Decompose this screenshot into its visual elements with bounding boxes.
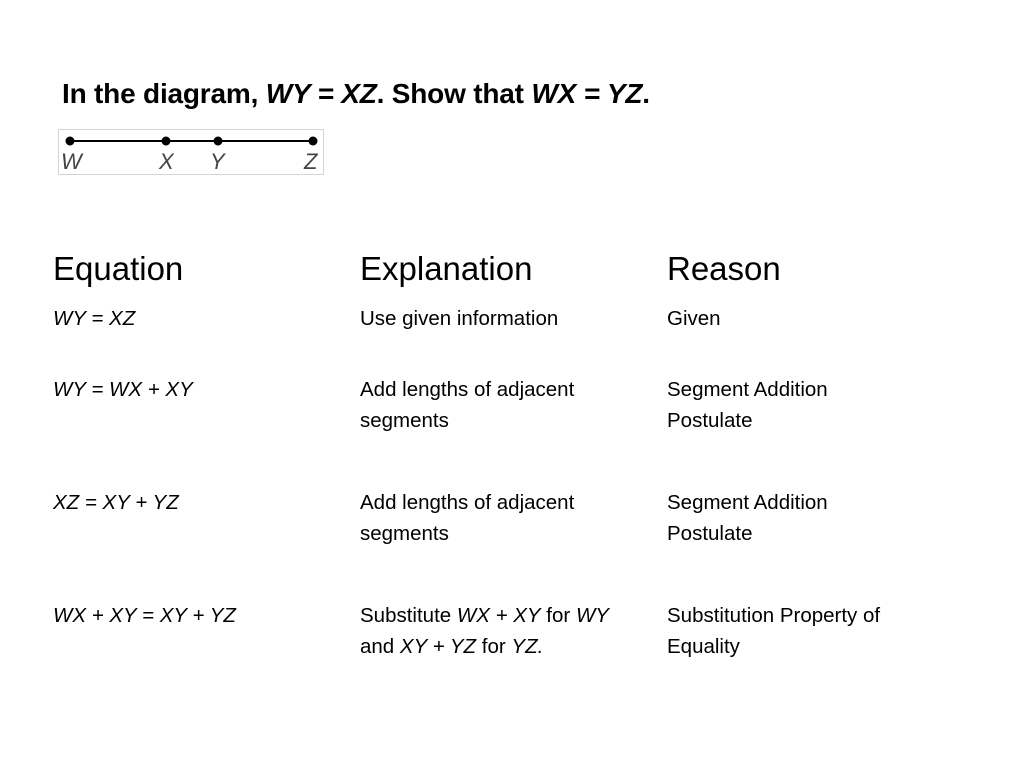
label-y: Y — [210, 149, 226, 174]
row-3-equation: XZ = XY + YZ — [53, 491, 179, 514]
label-x: X — [158, 149, 175, 174]
row-2-explanation: Add lengths of adjacent segments — [360, 378, 575, 432]
row-2-equation: WY = WX + XY — [53, 378, 193, 401]
label-z: Z — [303, 149, 319, 174]
prompt-prefix: In the diagram, — [62, 78, 266, 109]
segment-diagram: W X Y Z — [58, 129, 324, 175]
row-1-reason: Given — [667, 307, 721, 330]
row-4-explanation-part-5: and — [360, 635, 400, 658]
point-x — [161, 136, 171, 146]
row-4-explanation: Substitute WX + XY for WY and XY + YZ fo… — [360, 600, 645, 662]
row-4-explanation-part-3: for — [540, 604, 576, 627]
header-reason: Reason — [667, 250, 781, 287]
row-3-explanation: Add lengths of adjacent segments — [360, 491, 575, 545]
row-4-equation: WX + XY = XY + YZ — [53, 604, 236, 627]
row-4-explanation-part-2: WX + XY — [456, 604, 541, 627]
row-4-explanation-part-8: YZ. — [511, 635, 544, 658]
row-2-reason: Segment Addition Postulate — [667, 378, 828, 432]
prompt-middle: . Show that — [376, 78, 532, 109]
row-1-explanation: Use given information — [360, 307, 559, 330]
diagram-frame — [58, 129, 324, 175]
prompt-suffix: . — [642, 78, 650, 109]
problem-statement: In the diagram, WY = XZ. Show that WX = … — [62, 78, 650, 110]
point-w — [65, 136, 75, 146]
prompt-goal: WX = YZ — [531, 78, 643, 109]
header-equation: Equation — [53, 250, 184, 287]
row-4-explanation-part-4: WY — [575, 604, 609, 627]
row-4-explanation-part-1: Substitute — [360, 604, 457, 627]
row-4-explanation-part-6: XY + YZ — [399, 635, 477, 658]
label-w: W — [61, 149, 84, 174]
row-1-equation: WY = XZ — [53, 307, 136, 330]
row-3-reason: Segment Addition Postulate — [667, 491, 828, 545]
header-explanation: Explanation — [360, 250, 533, 287]
row-4-explanation-part-7: for — [476, 635, 512, 658]
row-4-reason: Substitution Property of Equality — [667, 604, 881, 658]
point-y — [213, 136, 223, 146]
point-z — [308, 136, 318, 146]
prompt-given: WY = XZ — [265, 78, 377, 109]
